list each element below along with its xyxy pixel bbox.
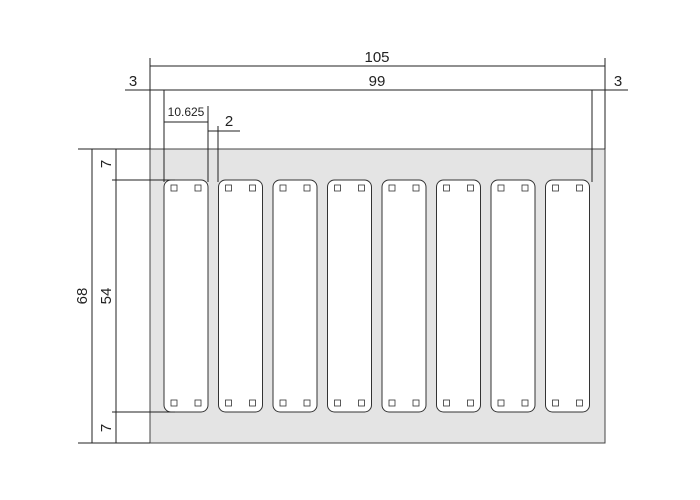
label-blank	[163, 179, 209, 413]
label-corner-mark	[552, 184, 559, 192]
label-blank	[436, 179, 481, 413]
label-blank	[381, 179, 427, 413]
label-corner-mark	[194, 184, 202, 192]
label-blank	[545, 179, 590, 413]
label-corner-mark	[521, 399, 529, 407]
label-corner-mark	[467, 399, 474, 407]
label-blank	[272, 179, 318, 413]
label-corner-mark	[443, 399, 450, 407]
dim-inner-width-label: 99	[369, 73, 386, 90]
label-corner-mark	[521, 184, 529, 192]
dimension-gap: 2	[208, 113, 240, 182]
label-corner-mark	[303, 399, 311, 407]
dim-label-height-label: 54	[98, 288, 115, 305]
dim-left-margin-label: 3	[129, 73, 137, 90]
label-corner-mark	[358, 184, 365, 192]
dim-total-width-label: 105	[364, 49, 389, 66]
dim-top-margin-label: 7	[98, 160, 115, 168]
label-corner-mark	[303, 184, 311, 192]
dim-total-height-label: 68	[74, 288, 91, 305]
label-corner-mark	[170, 184, 178, 192]
dim-gap-label: 2	[225, 113, 233, 130]
dim-right-margin-label: 3	[614, 73, 622, 90]
label-corner-mark	[249, 399, 256, 407]
label-blank	[327, 179, 372, 413]
dimension-label-height: 7 54 7	[98, 149, 175, 443]
label-corner-mark	[552, 399, 559, 407]
label-corner-mark	[497, 184, 505, 192]
label-corner-mark	[170, 399, 178, 407]
label-blank	[490, 179, 536, 413]
dim-bottom-margin-label: 7	[98, 424, 115, 432]
label-corner-mark	[279, 184, 287, 192]
label-corner-mark	[576, 184, 583, 192]
labels-group	[163, 179, 590, 413]
label-corner-mark	[279, 399, 287, 407]
label-corner-mark	[388, 399, 396, 407]
label-corner-mark	[194, 399, 202, 407]
label-corner-mark	[497, 399, 505, 407]
label-corner-mark	[358, 399, 365, 407]
dimension-total-height: 68	[74, 148, 150, 444]
dimension-total-width: 105	[149, 49, 606, 149]
label-corner-mark	[225, 184, 232, 192]
label-corner-mark	[412, 184, 420, 192]
dimension-label-width: 10.625	[163, 105, 209, 182]
label-corner-mark	[443, 184, 450, 192]
label-corner-mark	[249, 184, 256, 192]
label-corner-mark	[334, 184, 341, 192]
label-corner-mark	[225, 399, 232, 407]
label-corner-mark	[334, 399, 341, 407]
label-blank	[218, 179, 263, 413]
label-corner-mark	[388, 184, 396, 192]
label-corner-mark	[467, 184, 474, 192]
dim-label-width-label: 10.625	[168, 105, 205, 119]
label-corner-mark	[576, 399, 583, 407]
label-corner-mark	[412, 399, 420, 407]
